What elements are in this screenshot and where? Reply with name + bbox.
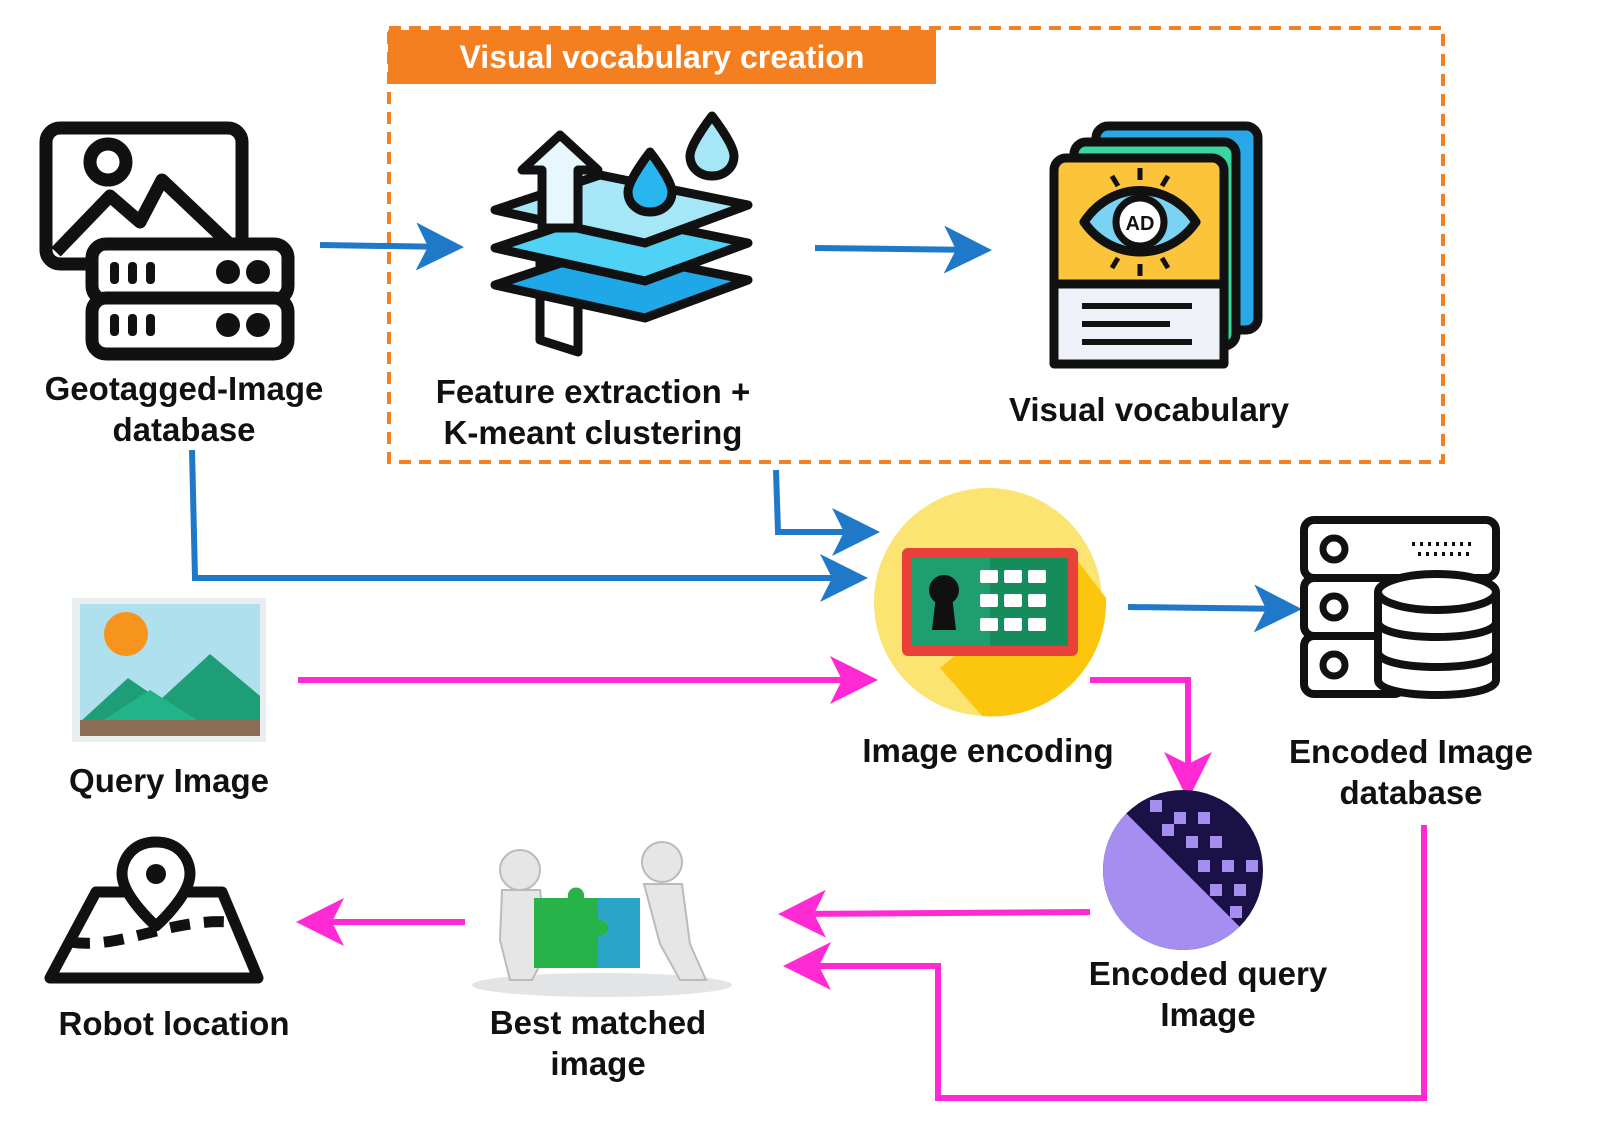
vocabulary-group-frame [387,26,1445,464]
arrow-encoded-query-to-best [778,889,1091,938]
arrow-db-to-encoding [189,449,868,602]
puzzle-people-icon [472,841,732,997]
encoded-query-label: Encoded query Image [1066,953,1350,1035]
geotagged-db-line2: database [112,411,256,448]
feature-extraction-label: Feature extraction + K-meant clustering [410,371,776,453]
arrow-feature-to-vocab [814,225,992,274]
encoded-db-label: Encoded Image database [1266,731,1556,813]
eye-book-icon [1049,121,1263,369]
image-server-icon [39,121,295,361]
pixel-pattern-icon [1103,790,1263,950]
best-match-label: Best matched image [460,1002,736,1084]
visual-vocabulary-label: Visual vocabulary [1008,391,1290,428]
query-image-label: Query Image [69,762,269,799]
geotagged-db-label: Geotagged-Image database [24,368,344,450]
feature-extraction-line2: K-meant clustering [443,414,743,451]
arrow-encoded-db-to-best [783,825,1427,1101]
arrow-vocab-to-encoding [773,469,880,556]
encoded-db-line2: database [1339,774,1483,811]
geotagged-db-line1: Geotagged-Image [44,370,324,407]
arrow-db-to-feature [319,222,464,271]
best-match-line1: Best matched [489,1004,707,1041]
arrow-encoding-to-encoded-query [1090,677,1212,800]
encoded-query-line2: Image [1160,996,1256,1033]
keypad-safe-icon [874,488,1107,717]
vocabulary-group-title: Visual vocabulary creation [388,30,936,84]
best-match-line2: image [550,1045,646,1082]
feature-extraction-line1: Feature extraction + [435,373,751,410]
encoded-db-line1: Encoded Image [1289,733,1533,770]
vocab-eye-badge: AD [1126,213,1155,235]
layers-upload-icon [490,111,753,357]
arrow-encoding-to-encoded-db [1127,584,1302,633]
image-encoding-label: Image encoding [862,732,1114,769]
encoded-query-line1: Encoded query [1088,955,1328,992]
robot-location-label: Robot location [58,1005,290,1042]
database-server-icon [1300,516,1500,699]
map-pin-icon [44,836,264,984]
landscape-photo-icon [72,598,266,742]
